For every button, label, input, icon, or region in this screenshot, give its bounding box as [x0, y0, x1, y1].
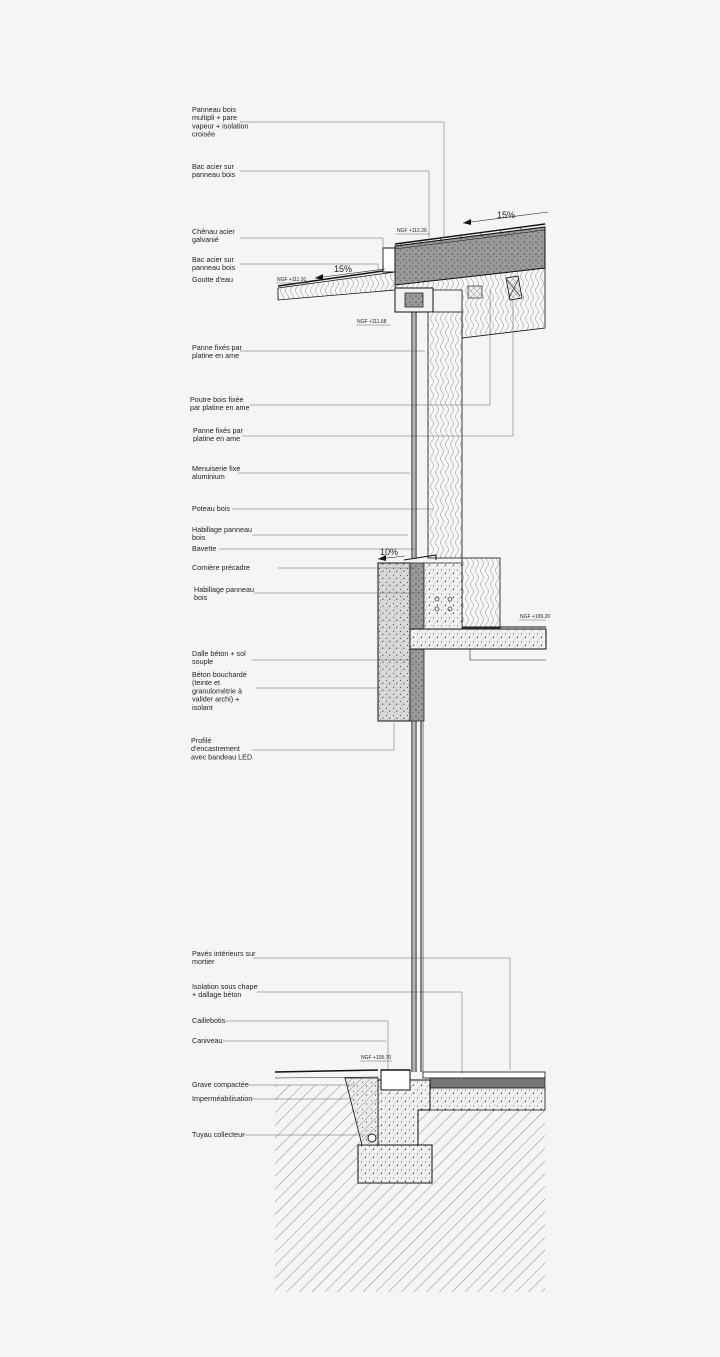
label-paves: Pavés intérieurs sur mortier	[192, 949, 258, 966]
label-goutte: Goutte d'eau	[192, 275, 233, 284]
slope-roof-main: 15%	[497, 210, 515, 220]
label-bac-acier-2: Bac acier sur panneau bois	[192, 255, 236, 272]
level-ngf-109-20: NGF +109.20	[520, 614, 550, 620]
foundation-assembly	[274, 1069, 546, 1292]
label-panne-1: Panne fixés par platine en ame	[192, 343, 244, 360]
drainage-channel	[380, 1069, 411, 1091]
label-bac-acier-1: Bac acier sur panneau bois	[192, 162, 236, 179]
level-ngf-112-26: NGF +112.26	[397, 228, 427, 234]
label-dalle: Dalle béton + sol souple	[192, 649, 248, 666]
footing	[357, 1144, 433, 1184]
label-poteau: Poteau bois	[192, 504, 230, 513]
label-isolation: Isolation sous chape + dallage béton	[192, 982, 260, 999]
floor-slab	[429, 1087, 546, 1111]
label-corniere: Cornière précadre	[192, 563, 250, 572]
label-caniveau: Caniveau	[192, 1036, 222, 1045]
annotations: Panneau bois multipli + pare vapeur + is…	[190, 105, 550, 1139]
roof-corrugation	[399, 226, 523, 248]
label-beton: Béton bouchardé (teinte et granulométrie…	[192, 670, 249, 712]
compacted-gravel	[344, 1077, 379, 1146]
slope-roof-overhang: 15%	[334, 264, 352, 274]
timber-post	[427, 311, 463, 559]
label-grave: Grave compactée	[192, 1080, 249, 1089]
facade-assembly	[377, 311, 547, 1072]
label-panne-2: Panne fixés par platine en ame	[193, 426, 245, 443]
level-ngf-111-91: NGF +111.91	[277, 277, 307, 283]
roof-assembly	[277, 211, 549, 339]
leader-lines	[219, 121, 546, 1136]
label-poutre: Poutre bois fixée par platine en ame	[190, 395, 250, 412]
label-habillage-1: Habillage panneau bois	[192, 525, 254, 542]
slope-bavette: 10%	[380, 547, 398, 557]
level-ngf-111-68: NGF +111.68	[357, 319, 387, 325]
collector-pipe	[367, 1133, 377, 1143]
purlin-1	[467, 285, 483, 299]
label-profile: Profilé d'encastrement avec bandeau LED	[191, 736, 252, 761]
label-panneau-bois-multipli: Panneau bois multipli + pare vapeur + is…	[192, 105, 251, 139]
bush-hammered-concrete	[377, 562, 411, 722]
label-caillebotis: Caillebotis	[192, 1016, 226, 1025]
timber-block	[461, 557, 501, 629]
label-impermeabilisation: Imperméabilisation	[192, 1094, 252, 1103]
concrete-slab	[409, 628, 547, 650]
interior-pavers	[422, 1071, 546, 1079]
level-ngf-105-70: NGF +105.70	[361, 1055, 391, 1061]
label-habillage-2: Habillage panneau bois	[194, 585, 256, 602]
label-bavette: Bavette	[192, 544, 216, 553]
gutter	[382, 247, 396, 273]
label-chenau: Chênau acier galvanié	[192, 227, 237, 244]
label-menuiserie: Menuiserie fixe aluminium	[192, 464, 242, 481]
label-tuyau: Tuyau collecteur	[192, 1130, 245, 1139]
